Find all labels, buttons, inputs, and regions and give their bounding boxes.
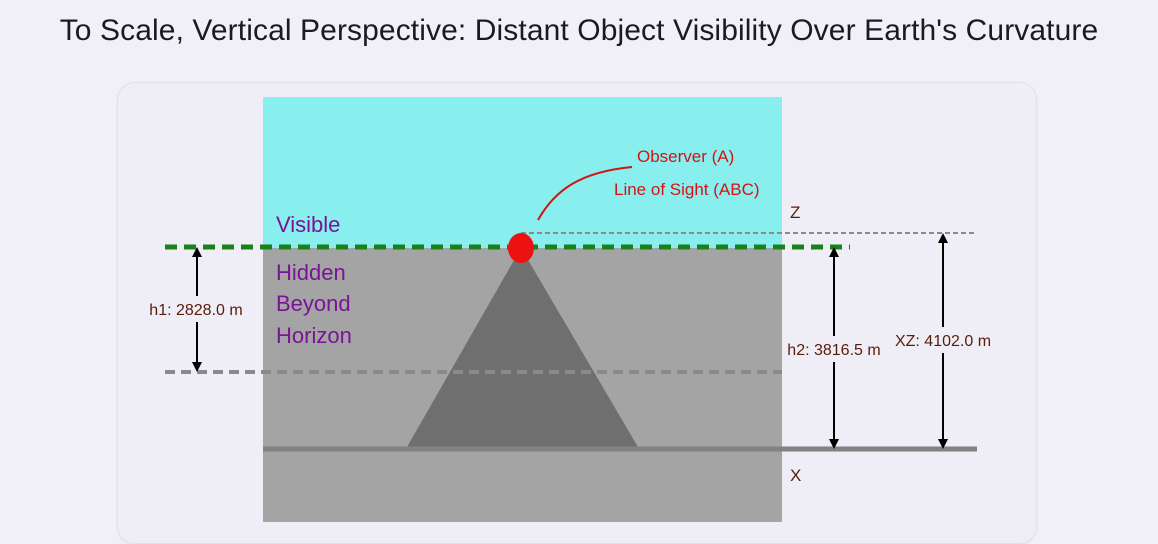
visible-label: Visible	[276, 212, 340, 237]
xz-label: XZ: 4102.0 m	[895, 333, 991, 350]
perspective-diagram: Observer (A) Line of Sight (ABC) Visible…	[146, 97, 993, 522]
xz-label-bg	[893, 327, 993, 353]
observer-label: Observer (A)	[637, 147, 734, 166]
h2-label: h2: 3816.5 m	[787, 342, 880, 359]
h2-label-bg	[786, 336, 883, 362]
z-label: Z	[790, 203, 800, 222]
visible-region	[263, 97, 782, 248]
observer-callout-line	[537, 166, 633, 221]
h1-label: h1: 2828.0 m	[149, 302, 242, 319]
mountain	[407, 248, 638, 447]
page-title: To Scale, Vertical Perspective: Distant …	[59, 14, 1099, 47]
hidden-label-line1: Hidden	[276, 260, 346, 285]
observer-marker	[508, 233, 534, 263]
x-label: X	[790, 466, 801, 485]
hidden-label-line2: Beyond	[276, 291, 351, 316]
h1-label-bg	[146, 296, 246, 322]
line-of-sight-label: Line of Sight (ABC)	[614, 180, 760, 199]
hidden-label-line3: Horizon	[276, 323, 352, 348]
